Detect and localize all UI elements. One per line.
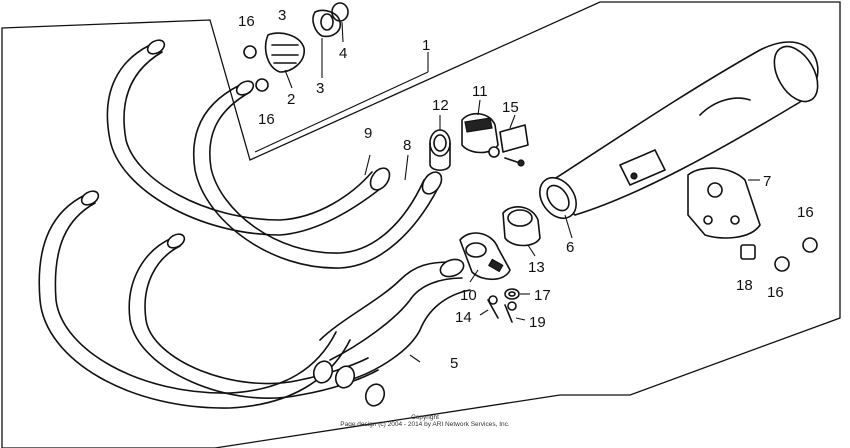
washer-15[interactable] bbox=[488, 124, 529, 167]
leader-lines bbox=[254, 21, 760, 363]
callout-18: 18 bbox=[736, 277, 753, 294]
exhaust-pipe-9[interactable] bbox=[106, 37, 393, 236]
nut-16-upper[interactable] bbox=[243, 45, 269, 92]
exhaust-joint-2[interactable] bbox=[264, 32, 305, 73]
bolt-14[interactable] bbox=[487, 295, 499, 319]
callout-16d: 16 bbox=[767, 284, 784, 301]
callout-10: 10 bbox=[460, 287, 477, 304]
exhaust-pipe-8[interactable] bbox=[192, 78, 446, 269]
gasket-4[interactable] bbox=[331, 2, 349, 22]
callout-2: 2 bbox=[287, 91, 295, 108]
callout-16c: 16 bbox=[797, 204, 814, 221]
callout-3a: 3 bbox=[278, 7, 286, 24]
bolt-19[interactable] bbox=[504, 301, 517, 323]
callout-12: 12 bbox=[432, 97, 449, 114]
callout-9: 9 bbox=[364, 125, 372, 142]
nut-16-lower[interactable] bbox=[774, 237, 818, 272]
muffler[interactable] bbox=[532, 39, 826, 225]
callout-15: 15 bbox=[502, 99, 519, 116]
callout-14: 14 bbox=[455, 309, 472, 326]
muffler-bracket-7[interactable] bbox=[687, 167, 761, 239]
callout-4: 4 bbox=[339, 45, 347, 62]
washer-17[interactable] bbox=[504, 288, 520, 300]
nut-18[interactable] bbox=[740, 244, 756, 260]
callout-16b: 16 bbox=[258, 111, 275, 128]
clamp-10[interactable] bbox=[459, 232, 511, 281]
callout-1: 1 bbox=[422, 37, 430, 54]
callout-13: 13 bbox=[528, 259, 545, 276]
callout-11: 11 bbox=[472, 83, 488, 100]
clamp-11[interactable] bbox=[461, 112, 499, 154]
callout-17: 17 bbox=[534, 287, 551, 304]
copyright-notice: Page design (c) 2004 - 2014 by ARI Netwo… bbox=[340, 421, 510, 428]
callout-6: 6 bbox=[566, 239, 574, 256]
callout-5: 5 bbox=[450, 355, 458, 372]
exhaust-pipe-5[interactable] bbox=[38, 188, 471, 409]
copyright-label: Copyright bbox=[411, 414, 439, 421]
callout-16a: 16 bbox=[238, 13, 255, 30]
callout-7: 7 bbox=[763, 173, 771, 190]
callout-19: 19 bbox=[529, 314, 546, 331]
gasket-13[interactable] bbox=[502, 206, 541, 247]
collar-12[interactable] bbox=[429, 129, 451, 172]
callout-3b: 3 bbox=[316, 80, 324, 97]
exhaust-joint-collar-3[interactable] bbox=[312, 9, 342, 38]
callout-8: 8 bbox=[403, 137, 411, 154]
